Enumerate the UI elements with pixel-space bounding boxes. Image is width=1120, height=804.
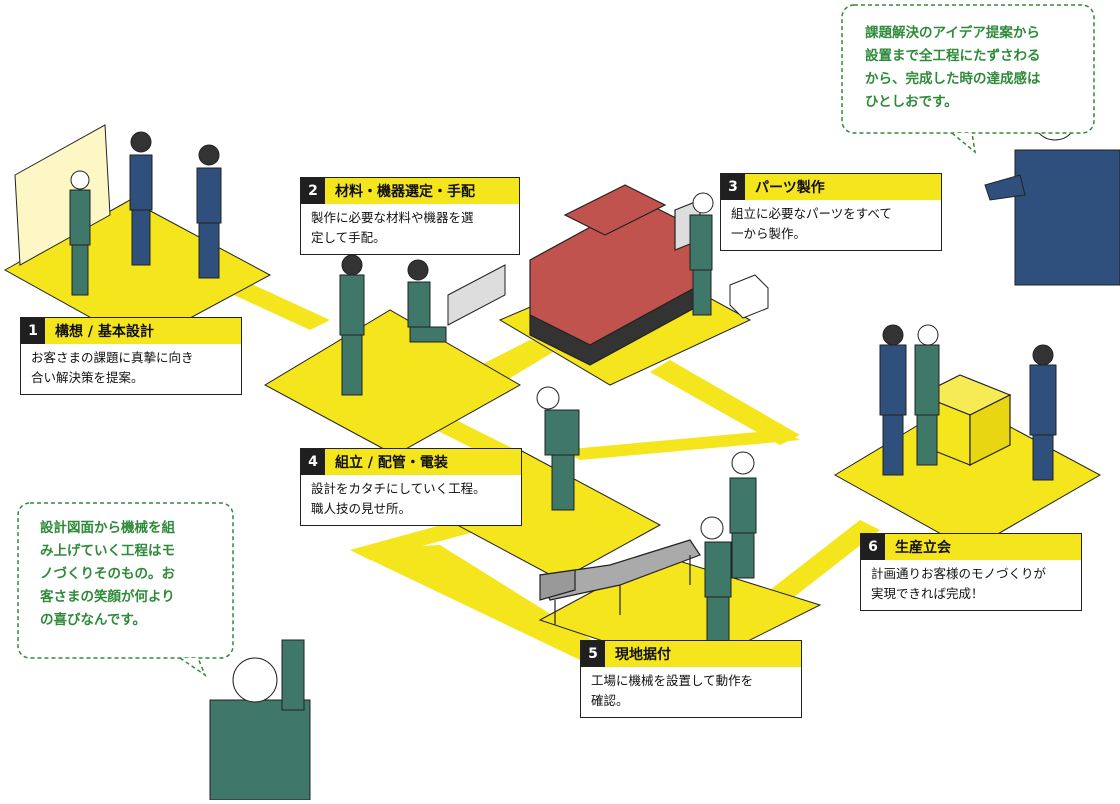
bubble-line: 設計図面から機械を組 [40,520,175,536]
bubble-line: ひとしおです。 [865,94,958,110]
bubble-line: 課題解決のアイデア提案から [865,25,1040,41]
step-desc-line: 組立に必要なパーツをすべて [731,206,892,221]
bubble-top-right: 課題解決のアイデア提案から 設置まで全工程にたずさわる から、完成した時の達成感… [865,22,1041,114]
step-4: 4 組立 / 配管・電装 設計をカタチにしていく工程。職人技の見せ所。 [300,448,522,526]
step-desc-line: 工場に機械を設置して動作を [591,673,754,688]
step-2: 2 材料・機器選定・手配 製作に必要な材料や機器を選定して手配。 [300,177,520,255]
step-title: パーツ製作 [755,180,825,196]
monitor [447,264,506,326]
bubble-line: の喜びなんです。 [40,612,146,628]
step-desc-line: 職人技の見せ所。 [311,501,412,516]
step-6: 6 生産立会 計画通りお客様のモノづくりが実現できれば完成！ [860,533,1082,611]
engineer-figures [69,95,1120,801]
bubble-line: 客さまの笑顔が何より [40,589,175,605]
bubble-line: み上げていく工程はモ [40,543,175,559]
step-desc-line: 設計をカタチにしていく工程。 [311,481,486,496]
machine-icon [529,184,701,366]
step-desc-line: お客さまの課題に真摯に向き [31,350,194,365]
bubble-line: から、完成した時の達成感は [865,71,1041,87]
step-desc-line: 定して手配。 [311,230,386,245]
step-number: 4 [301,449,325,475]
step-title: 材料・機器選定・手配 [335,184,475,200]
step-title: 現地据付 [615,647,671,663]
step-title: 組立 / 配管・電装 [335,455,448,471]
step-desc-line: 確認。 [591,693,629,708]
bubble-bottom-left: 設計図面から機械を組 み上げていく工程はモ ノづくりそのもの。お 客さまの笑顔が… [40,517,175,632]
parts-box [729,274,769,319]
step-desc-line: 実現できれば完成！ [871,586,984,601]
step-title: 生産立会 [895,540,951,556]
bubble-line: ノづくりそのもの。お [40,566,175,582]
step-desc-line: 計画通りお客様のモノづくりが [871,566,1047,581]
whiteboard [14,124,111,266]
step-number: 6 [861,534,885,560]
step-desc-line: 製作に必要な材料や機器を選 [311,210,474,225]
step-number: 2 [301,178,325,204]
step-number: 1 [21,318,45,344]
step-desc-line: 一から製作。 [731,226,807,241]
bubble-line: 設置まで全工程にたずさわる [865,48,1041,64]
step-number: 3 [721,174,745,200]
step-number: 5 [581,641,605,667]
step-desc-line: 合い解決策を提案。 [31,370,144,385]
conveyor [539,539,701,625]
step-1: 1 構想 / 基本設計 お客さまの課題に真摯に向き合い解決策を提案。 [20,317,242,395]
speech-bubble-icon [17,502,234,659]
step-3: 3 パーツ製作 組立に必要なパーツをすべて一から製作。 [720,173,942,251]
step-5: 5 現地据付 工場に機械を設置して動作を確認。 [580,640,802,718]
step-title: 構想 / 基本設計 [55,324,154,340]
